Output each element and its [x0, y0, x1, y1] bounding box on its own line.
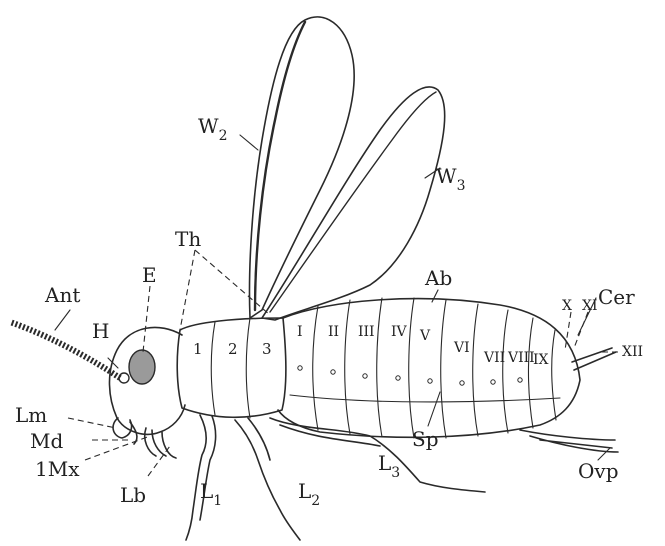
- antenna-socket: [119, 373, 129, 383]
- leader-ab: [432, 290, 438, 302]
- thorax-suture-2: [246, 318, 250, 418]
- thorax-outline: [177, 318, 286, 417]
- abdominal-segment-ii: II: [328, 324, 339, 340]
- compound-eye: [129, 350, 155, 384]
- segment-line: [377, 298, 382, 437]
- labrum: [113, 418, 132, 438]
- label-seg-x: X: [562, 298, 572, 314]
- abdominal-segment-vi: VI: [453, 340, 470, 356]
- leader-th-2: [195, 250, 270, 315]
- label-spiracle: Sp: [412, 427, 439, 451]
- label-seg-xi: XI: [582, 298, 598, 314]
- label-head: H: [92, 319, 109, 343]
- label-maxilla: 1Mx: [35, 457, 80, 481]
- leader-sp: [428, 392, 440, 426]
- label-abdomen: Ab: [424, 266, 452, 290]
- segment-line: [441, 300, 446, 438]
- label-eye: E: [142, 263, 157, 287]
- abdominal-segment-i: I: [297, 324, 303, 340]
- leader-w2: [240, 135, 258, 150]
- leader-ant: [55, 310, 70, 330]
- label-seg-xii: XII: [622, 344, 643, 360]
- wing-w3-vein: [270, 92, 436, 312]
- spiracles: [298, 366, 522, 385]
- thorax-segment-1: 1: [193, 340, 203, 358]
- segment-line: [313, 306, 318, 430]
- segment-line: [409, 298, 414, 438]
- leg-1: [186, 415, 216, 540]
- label-ovipositor: Ovp: [578, 459, 619, 483]
- label-cercus: Cer: [598, 285, 635, 309]
- leader-lm: [68, 418, 116, 428]
- label-mandible: Md: [30, 429, 63, 453]
- abdominal-segment-iv: IV: [391, 324, 408, 340]
- abdominal-segment-viii: VIII: [507, 350, 535, 366]
- cercus: [572, 348, 616, 370]
- ovipositor: [520, 430, 618, 452]
- abdominal-segment-ix: IX: [533, 352, 549, 368]
- abdomen-ventral-line: [290, 395, 560, 402]
- label-wing3: W3: [436, 164, 465, 194]
- label-labrum: Lm: [15, 403, 47, 427]
- thorax-suture-1: [211, 322, 215, 415]
- leg-2: [235, 418, 300, 540]
- segment-line: [552, 330, 556, 420]
- leader-e: [143, 286, 150, 352]
- wing-w2-vein: [255, 22, 305, 310]
- label-thorax: Th: [175, 227, 201, 251]
- label-leg2: L2: [298, 479, 320, 509]
- abdominal-segment-iii: III: [358, 324, 375, 340]
- thorax-segment-2: 2: [228, 340, 238, 358]
- abdominal-segment-v: V: [419, 328, 431, 344]
- label-wing2: W2: [198, 114, 227, 144]
- thorax-segment-3: 3: [262, 340, 272, 358]
- label-leg3: L3: [378, 451, 400, 481]
- segment-line: [503, 310, 508, 433]
- segment-line: [345, 300, 350, 434]
- abdominal-segment-vii: VII: [483, 350, 505, 366]
- leader-th-1: [180, 250, 195, 330]
- segment-line: [528, 318, 533, 428]
- segment-line: [473, 304, 478, 436]
- label-antenna: Ant: [44, 283, 80, 307]
- label-labium: Lb: [120, 483, 146, 507]
